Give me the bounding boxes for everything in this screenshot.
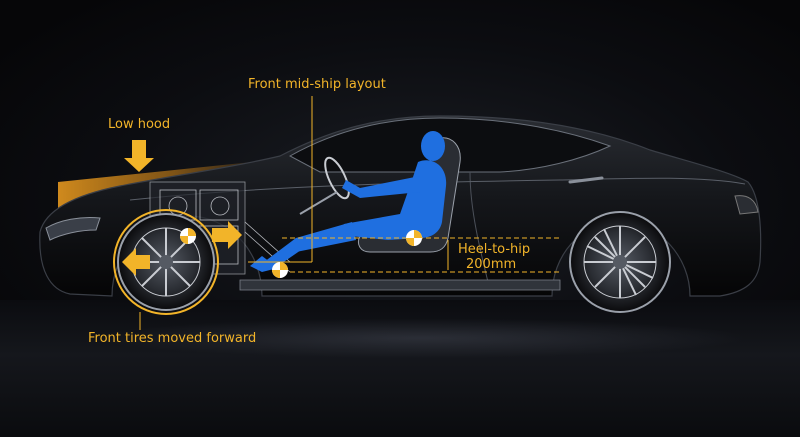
low-hood-arrow-icon	[124, 140, 154, 172]
front-midship-label: Front mid-ship layout	[248, 77, 386, 92]
driver-figure	[250, 131, 447, 272]
rear-wheel	[569, 211, 671, 313]
floor	[0, 300, 800, 437]
right-arrow-icon	[212, 221, 242, 249]
center-of-gravity-icon	[180, 228, 196, 244]
low-hood-label: Low hood	[108, 117, 171, 132]
front-wheel-highlight	[113, 209, 219, 315]
door-handle	[568, 176, 604, 184]
heel-to-hip-value: 200mm	[466, 257, 517, 272]
front-tires-label: Front tires moved forward	[88, 331, 257, 346]
center-of-gravity-icon	[272, 262, 288, 278]
left-arrow-icon	[122, 248, 150, 276]
heel-to-hip-label: Heel-to-hip	[458, 242, 531, 257]
taillight	[734, 195, 759, 215]
steering-wheel	[324, 156, 350, 200]
door-line	[469, 171, 491, 291]
center-of-gravity-icon	[406, 230, 422, 246]
chassis-floor	[239, 279, 561, 291]
headlight	[45, 217, 101, 241]
floor-reflection	[90, 318, 750, 358]
